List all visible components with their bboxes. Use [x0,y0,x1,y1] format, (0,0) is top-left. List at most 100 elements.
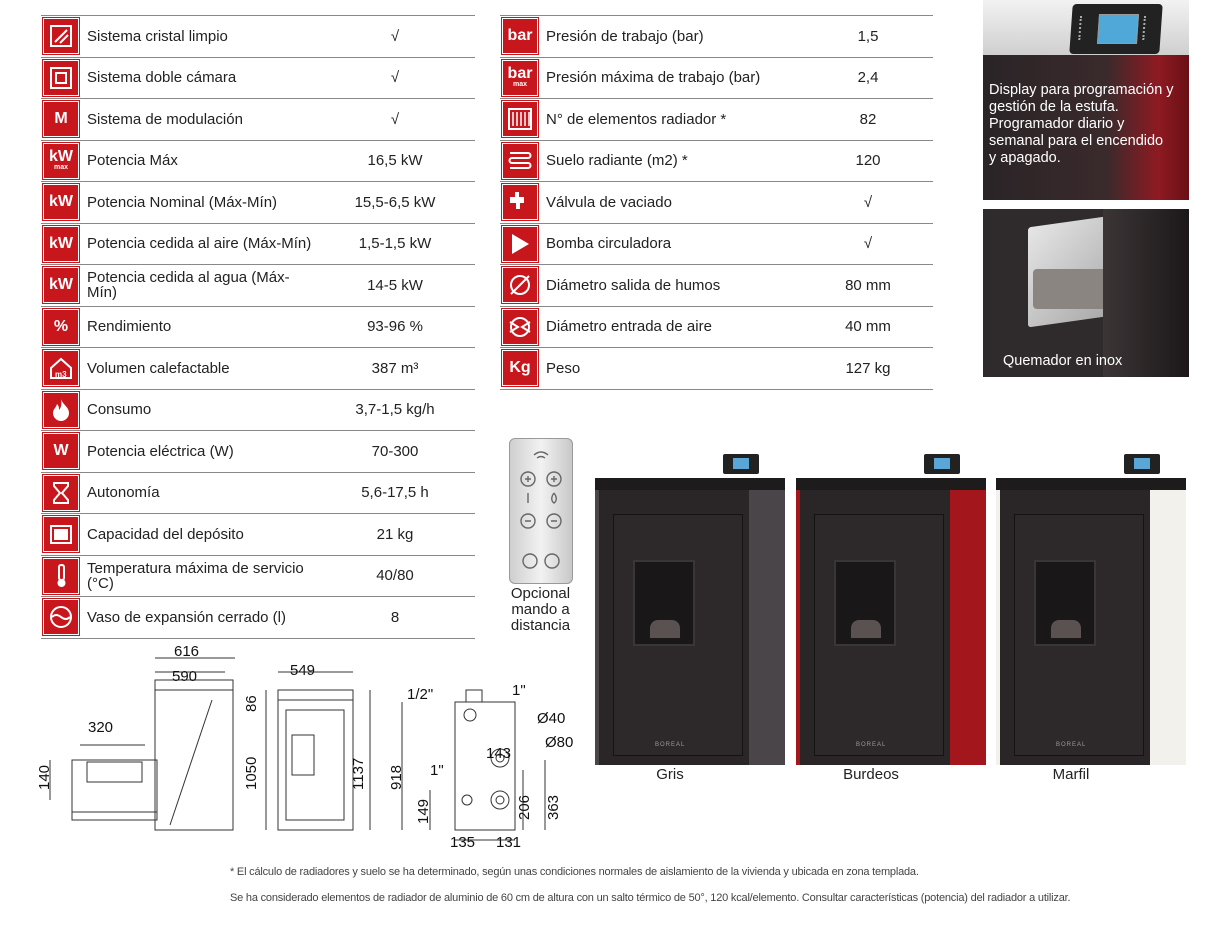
left-spec-value: 14-5 kW [367,276,423,294]
dim-363: 363 [545,794,562,820]
dim-1137: 1137 [350,757,367,790]
house-m3-icon: m3 [43,350,79,387]
left-spec-label: Potencia cedida al agua (Máx-Mín) [87,269,290,302]
right-spec-row: Válvula de vaciado √ [500,182,933,224]
left-spec-value: 21 kg [376,525,414,543]
left-spec-value: 16,5 kW [367,152,423,170]
right-spec-label: Presión máxima de trabajo (bar) [546,69,761,87]
stove-label-marfil: Marfil [1052,766,1090,783]
drain-valve-icon [502,184,538,221]
left-spec-value: 1,5-1,5 kW [358,235,432,253]
right-spec-value: 1,5 [857,27,879,45]
burner-caption: Quemador en inox [1003,353,1123,369]
left-spec-value: 5,6-17,5 h [361,484,429,502]
dim-d80: Ø80 [545,734,574,751]
left-spec-label: Sistema cristal limpio [87,27,228,45]
footnote-2: Se ha considerado elementos de radiador … [230,892,1071,904]
left-spec-label: Potencia Máx [87,152,178,170]
left-spec-row: Sistema doble cámara√ [41,58,475,99]
right-spec-row: Suelo radiante (m2) *120 [500,141,933,182]
left-spec-row: Capacidad del depósito 21 kg [41,514,475,556]
glass-icon [43,18,79,55]
watt-icon: W [43,433,79,470]
left-spec-label: Vaso de expansión cerrado (l) [87,608,286,626]
left-spec-row: Vaso de expansión cerrado (l) 8 [41,597,475,639]
left-spec-row: Sistema cristal limpio √ [41,15,475,58]
kw-icon: kW [43,184,79,221]
stove-lineup: BOREAL Gris BOREAL Burdeos BOREAL Marfil [590,452,1190,783]
dim-918: 918 [388,764,405,790]
right-spec-label: Presión de trabajo (bar) [546,27,704,45]
left-spec-value: 8 [390,608,400,626]
left-spec-label: Sistema de modulación [87,110,243,128]
kw-water-icon: kW [43,267,79,304]
hopper-icon [43,516,79,553]
stove-gris: BOREAL [595,452,785,767]
stove-display-icon [1124,454,1160,474]
kw-air-icon: kW [43,225,79,262]
left-spec-value: 387 m³ [371,359,419,377]
brand-mark: BOREAL [655,742,686,748]
technical-drawings [49,657,546,841]
brand-mark: BOREAL [1056,742,1087,748]
dim-143: 143 [486,745,512,762]
right-spec-row: Bomba circuladora√ [500,224,933,265]
left-spec-label: Autonomía [87,484,160,502]
floor-heating-icon [502,142,538,179]
pump-icon [502,225,538,262]
right-spec-label: Válvula de vaciado [546,193,672,211]
right-spec-label: Peso [546,359,581,377]
weight-icon: Kg [502,350,538,387]
control-display-icon [1069,4,1163,54]
remote-caption: Opcional mando a distancia [510,585,571,634]
stove-burdeos: BOREAL [796,452,986,767]
remote-buttons-icon [520,451,562,569]
left-spec-row: Temperatura máxima de servicio (°C)40/80 [41,556,475,597]
dim-half-inch: 1/2" [407,686,434,703]
left-spec-value: 93-96 % [367,318,423,336]
right-spec-value: √ [863,193,873,211]
dim-149: 149 [415,798,432,824]
dim-140: 140 [36,764,53,790]
hourglass-icon [43,474,79,511]
radiator-icon [502,101,538,138]
stove-display-icon [723,454,759,474]
dim-one-inch-top: 1" [512,682,526,699]
display-caption: Display para programación y gestión de l… [989,82,1174,166]
left-spec-value: 70-300 [371,442,419,460]
dim-86: 86 [243,695,260,712]
dim-135: 135 [450,834,476,851]
stove-display-icon [924,454,960,474]
left-spec-label: Capacidad del depósito [87,525,244,543]
expansion-vessel-icon [43,599,79,636]
right-spec-label: Bomba circuladora [546,235,672,253]
left-spec-value: √ [390,69,400,87]
left-spec-value: √ [390,27,400,45]
right-spec-label: Diámetro salida de humos [546,276,721,294]
right-spec-row: N° de elementos radiador *82 [500,99,933,141]
air-diameter-icon [502,308,538,345]
footnote-1: * El cálculo de radiadores y suelo se ha… [230,866,919,878]
stove-label-gris: Gris [656,766,684,783]
right-spec-row: Kg Peso 127 kg [500,348,933,390]
stove-label-burdeos: Burdeos [843,766,899,783]
left-spec-label: Volumen calefactable [87,359,230,377]
dim-590: 590 [172,668,198,685]
brand-mark: BOREAL [856,742,887,748]
right-spec-value: 127 kg [845,359,891,377]
thermometer-icon [43,557,79,594]
left-spec-label: Temperatura máxima de servicio (°C) [87,559,304,592]
